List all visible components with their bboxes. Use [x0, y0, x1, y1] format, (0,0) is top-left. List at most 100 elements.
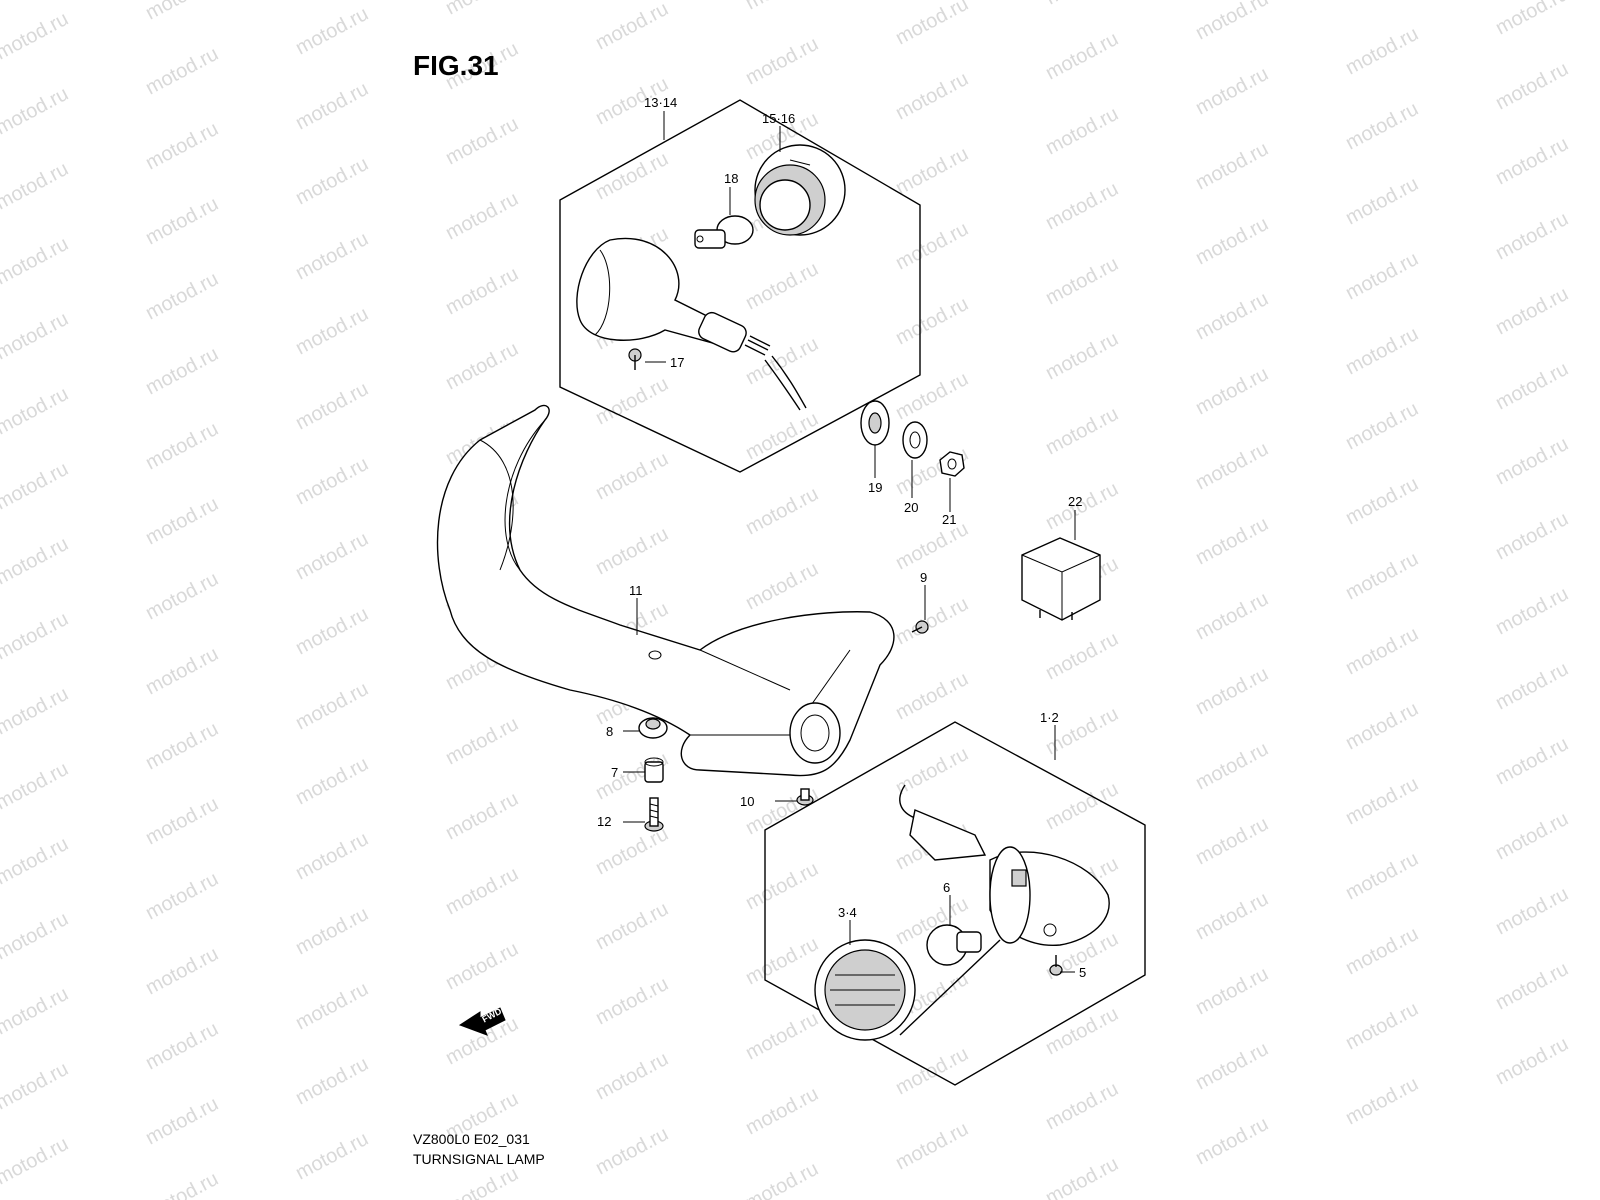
watermark-text: motod.ru [1192, 1038, 1272, 1094]
screw-5 [1049, 955, 1063, 976]
watermark-text: motod.ru [142, 418, 222, 474]
watermark-text: motod.ru [1192, 588, 1272, 644]
watermark-text: motod.ru [592, 448, 672, 504]
watermark-text: motod.ru [1342, 473, 1422, 529]
callout-5: 5 [1079, 965, 1086, 980]
watermark-text: motod.ru [0, 608, 72, 664]
watermark-text: motod.ru [292, 453, 372, 509]
watermark-text: motod.ru [0, 833, 72, 889]
collar-7 [644, 757, 664, 783]
watermark-text: motod.ru [742, 33, 822, 89]
callout-3-4: 3·4 [838, 905, 857, 920]
watermark-text: motod.ru [442, 0, 522, 19]
watermark-text: motod.ru [292, 903, 372, 959]
watermark-text: motod.ru [442, 713, 522, 769]
callout-15-16: 15·16 [762, 111, 795, 126]
watermark-text: motod.ru [1492, 0, 1572, 39]
watermark-text: motod.ru [292, 378, 372, 434]
watermark-text: motod.ru [1192, 138, 1272, 194]
watermark-text: motod.ru [1492, 958, 1572, 1014]
front-bulb [926, 924, 982, 966]
watermark-text: motod.ru [592, 823, 672, 879]
callout-13-14: 13·14 [644, 95, 677, 110]
callout-21: 21 [942, 512, 956, 527]
callout-1-2: 1·2 [1040, 710, 1059, 725]
watermark-text: motod.ru [592, 523, 672, 579]
watermark-text: motod.ru [1492, 133, 1572, 189]
watermark-text: motod.ru [1192, 213, 1272, 269]
watermark-text: motod.ru [1042, 103, 1122, 159]
watermark-text: motod.ru [1492, 358, 1572, 414]
watermark-text: motod.ru [742, 1083, 822, 1139]
watermark-text: motod.ru [292, 828, 372, 884]
watermark-text: motod.ru [742, 558, 822, 614]
callout-8: 8 [606, 724, 613, 739]
lower-kit-outline [764, 721, 1146, 1086]
watermark-text: motod.ru [1042, 0, 1122, 9]
watermark-text: motod.ru [292, 78, 372, 134]
watermark-text: motod.ru [1492, 733, 1572, 789]
watermark-text: motod.ru [742, 0, 822, 14]
watermark-text: motod.ru [0, 983, 72, 1039]
watermark-text: motod.ru [292, 753, 372, 809]
watermark-text: motod.ru [592, 973, 672, 1029]
watermark-text: motod.ru [1492, 1033, 1572, 1089]
watermark-text: motod.ru [742, 783, 822, 839]
watermark-text: motod.ru [1492, 283, 1572, 339]
watermark-text: motod.ru [292, 978, 372, 1034]
watermark-text: motod.ru [1192, 963, 1272, 1019]
callout-10: 10 [740, 794, 754, 809]
watermark-text: motod.ru [292, 1053, 372, 1109]
watermark-text: motod.ru [292, 678, 372, 734]
watermark-text: motod.ru [892, 0, 972, 49]
watermark-text: motod.ru [1192, 288, 1272, 344]
watermark-text: motod.ru [592, 0, 672, 54]
watermark-text: motod.ru [1492, 433, 1572, 489]
watermark-text: motod.ru [292, 603, 372, 659]
watermark-text: motod.ru [292, 303, 372, 359]
watermark-text: motod.ru [142, 0, 222, 24]
watermark-text: motod.ru [1042, 328, 1122, 384]
watermark-text: motod.ru [892, 68, 972, 124]
watermark-text: motod.ru [142, 643, 222, 699]
watermark-text: motod.ru [1192, 0, 1272, 44]
model-code: VZ800L0 E02_031 [413, 1131, 530, 1147]
callout-19: 19 [868, 480, 882, 495]
watermark-text: motod.ru [892, 218, 972, 274]
watermark-text: motod.ru [1342, 0, 1422, 4]
watermark-text: motod.ru [292, 153, 372, 209]
watermark-text: motod.ru [0, 233, 72, 289]
watermark-text: motod.ru [442, 863, 522, 919]
watermark-text: motod.ru [1342, 398, 1422, 454]
watermark-text: motod.ru [1342, 848, 1422, 904]
watermark-text: motod.ru [592, 1048, 672, 1104]
watermark-text: motod.ru [1342, 323, 1422, 379]
figure-title: FIG.31 [413, 50, 499, 81]
watermark-text: motod.ru [742, 858, 822, 914]
watermark-text: motod.ru [1192, 663, 1272, 719]
watermark-text: motod.ru [1342, 173, 1422, 229]
grommet-8 [638, 717, 668, 739]
watermark-text: motod.ru [442, 1163, 522, 1200]
watermark-text: motod.ru [892, 368, 972, 424]
watermark-text: motod.ru [1192, 63, 1272, 119]
watermark-text: motod.ru [592, 1123, 672, 1179]
callout-18: 18 [724, 171, 738, 186]
watermark-text: motod.ru [892, 668, 972, 724]
watermark-text: motod.ru [292, 1128, 372, 1184]
rear-turnsignal-housing [576, 237, 807, 411]
callout-22: 22 [1068, 494, 1082, 509]
watermark-text: motod.ru [142, 793, 222, 849]
watermark-text: motod.ru [1192, 363, 1272, 419]
watermark-text: motod.ru [142, 268, 222, 324]
watermark-text: motod.ru [1342, 548, 1422, 604]
watermark-text: motod.ru [742, 1008, 822, 1064]
watermark-text: motod.ru [1342, 773, 1422, 829]
watermark-text: motod.ru [1192, 513, 1272, 569]
watermark-text: motod.ru [442, 788, 522, 844]
callout-6: 6 [943, 880, 950, 895]
watermark-text: motod.ru [442, 338, 522, 394]
watermark-text: motod.ru [0, 83, 72, 139]
washer-19 [860, 400, 890, 446]
